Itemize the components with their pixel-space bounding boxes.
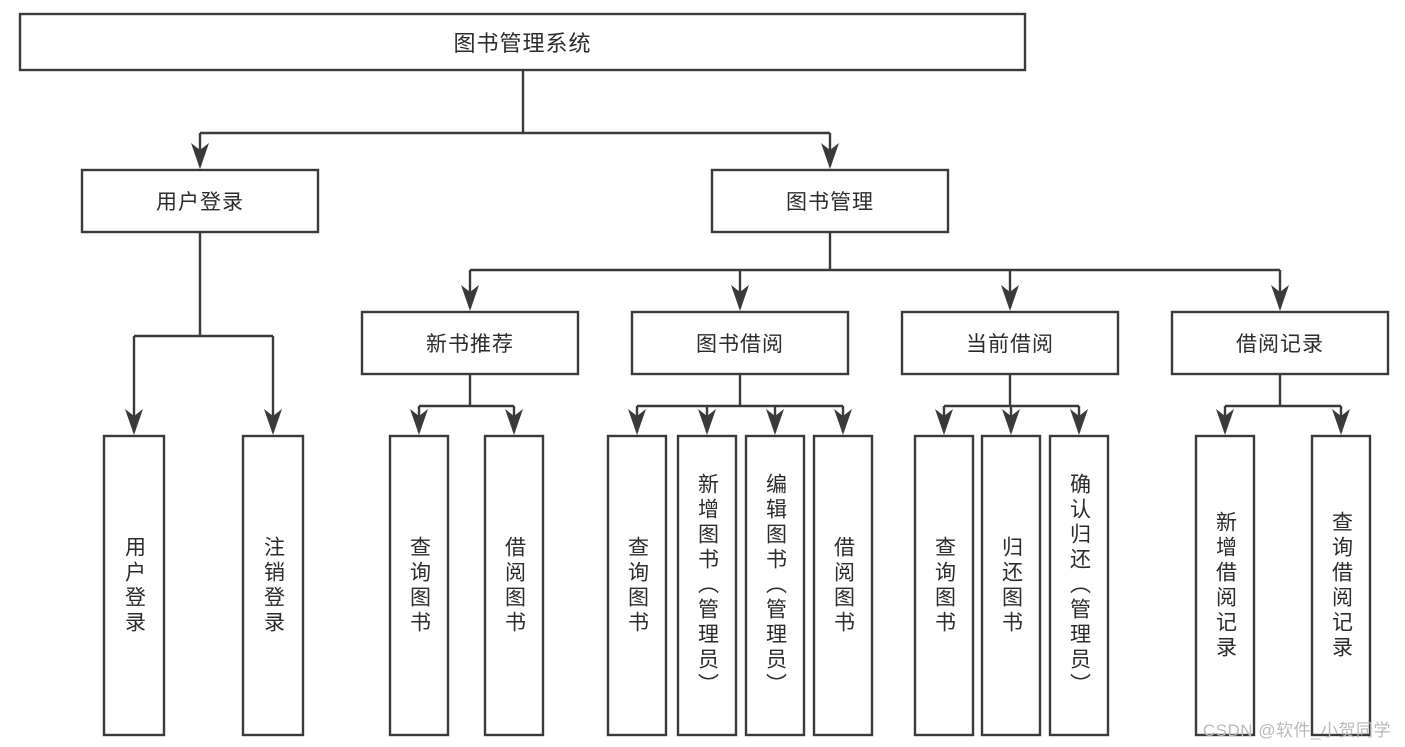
arrow-head-icon [698, 409, 716, 435]
node-box-leaf-borrow-book[interactable] [812, 434, 874, 737]
arrow-head-icon [1271, 285, 1289, 311]
arrow-head-icon [1001, 285, 1019, 311]
arrow-head-icon [935, 409, 953, 435]
node-box-leaf-query-borrow-record[interactable] [1310, 434, 1372, 737]
node-box-leaf-add-book-admin[interactable] [676, 434, 738, 737]
arrow-head-icon [1332, 409, 1350, 435]
node-box-leaf-user-login[interactable] [102, 434, 166, 737]
arrow-head-icon [461, 285, 479, 311]
arrow-head-icon [628, 409, 646, 435]
node-box-leaf-query-book-recommend[interactable] [388, 434, 450, 737]
node-box-leaf-borrow-book-recommend[interactable] [483, 434, 545, 737]
node-box-root[interactable] [18, 12, 1027, 72]
boxes-layer [18, 12, 1390, 737]
connectors-layer [125, 70, 1350, 435]
node-box-leaf-add-borrow-record[interactable] [1194, 434, 1256, 737]
arrow-head-icon [264, 409, 282, 435]
arrow-head-icon [834, 409, 852, 435]
node-box-current-borrow[interactable] [900, 310, 1120, 376]
arrow-head-icon [505, 409, 523, 435]
node-box-borrow-record[interactable] [1170, 310, 1390, 376]
arrow-head-icon [191, 143, 209, 169]
arrow-head-icon [1216, 409, 1234, 435]
arrow-head-icon [125, 409, 143, 435]
arrow-head-icon [731, 285, 749, 311]
node-box-new-book-recommend[interactable] [360, 310, 580, 376]
arrow-head-icon [1002, 409, 1020, 435]
node-box-book-borrow[interactable] [630, 310, 850, 376]
arrow-head-icon [821, 143, 839, 169]
arrow-head-icon [766, 409, 784, 435]
node-box-leaf-edit-book-admin[interactable] [744, 434, 806, 737]
node-box-leaf-confirm-return-admin[interactable] [1048, 434, 1110, 737]
node-box-leaf-query-book-borrow[interactable] [606, 434, 668, 737]
node-box-leaf-user-logout[interactable] [241, 434, 305, 737]
node-box-leaf-return-book[interactable] [980, 434, 1042, 737]
arrow-head-icon [1070, 409, 1088, 435]
node-box-leaf-query-book-current[interactable] [913, 434, 975, 737]
node-box-user-login[interactable] [80, 168, 320, 234]
node-box-book-manage[interactable] [710, 168, 950, 234]
arrow-head-icon [410, 409, 428, 435]
